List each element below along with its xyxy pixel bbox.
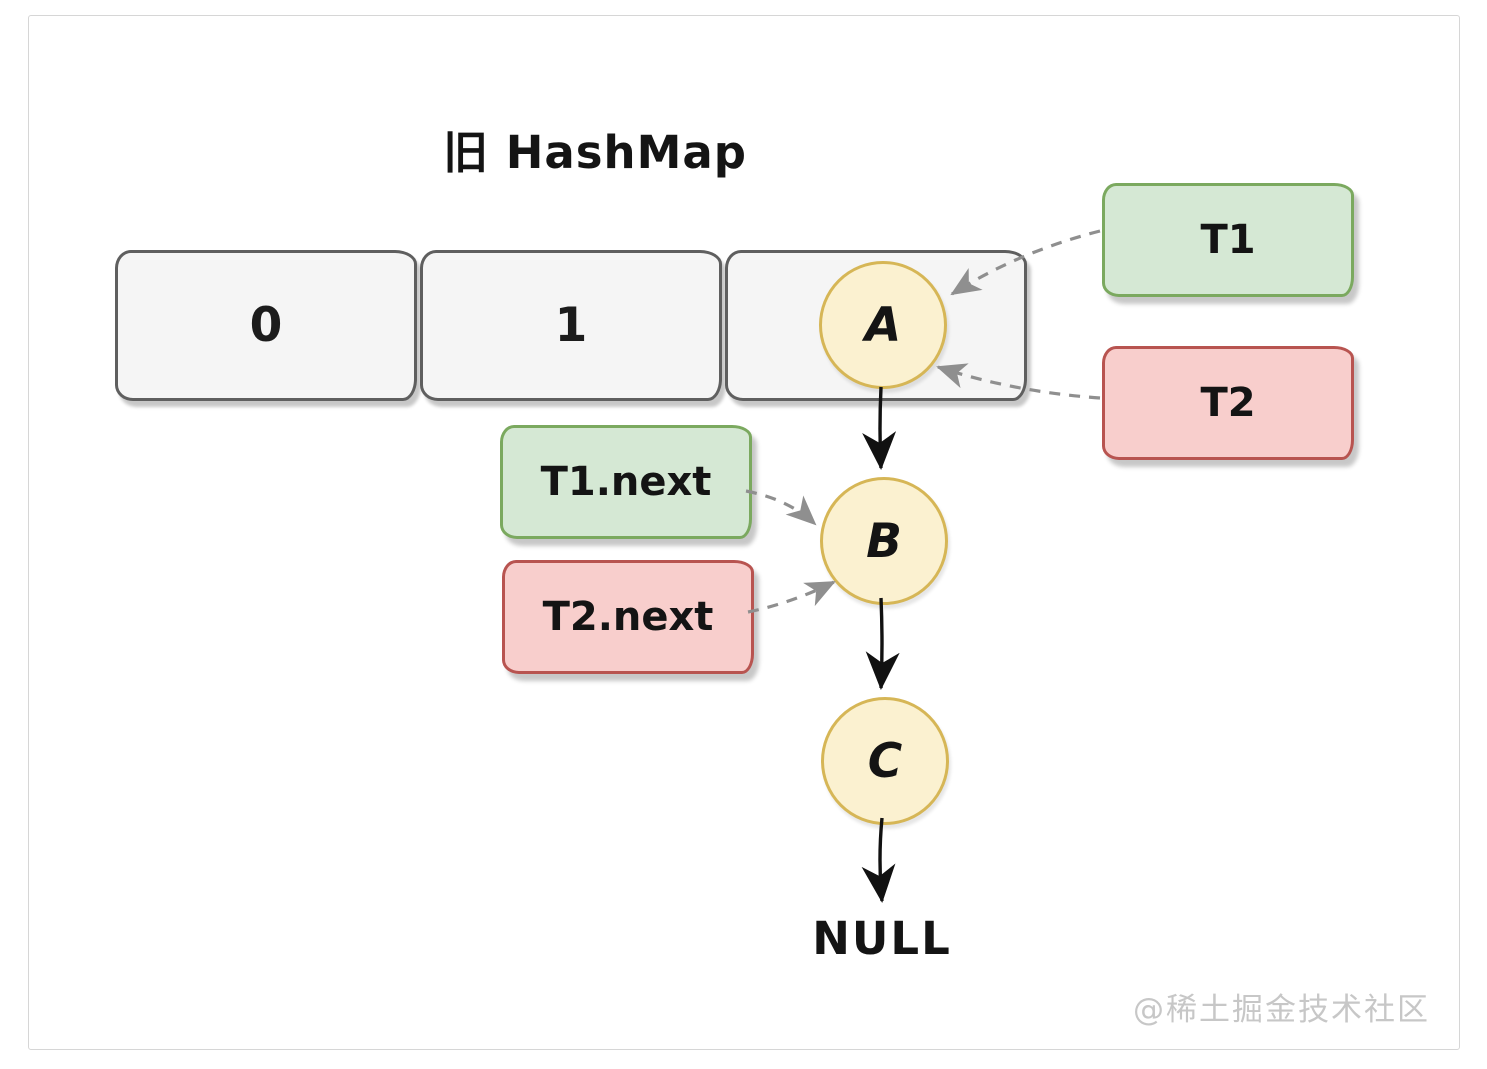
pointer-box-t2-next: T2.next [502,560,754,674]
bucket-label-0: 0 [249,298,283,353]
list-node-a: A [819,261,947,389]
node-label-c: C [867,733,903,789]
bucket-label-1: 1 [554,298,588,353]
bucket-cell-1: 1 [420,250,722,401]
bucket-cell-0: 0 [115,250,417,401]
pointer-box-t1: T1 [1102,183,1354,297]
pointer-label-t1: T1 [1200,217,1256,263]
null-terminator-label: NULL [812,912,952,965]
list-node-b: B [820,477,948,605]
pointer-label-t2: T2 [1200,380,1256,426]
diagram-title: 旧 HashMap [443,126,747,179]
list-node-c: C [821,697,949,825]
node-label-a: A [864,297,902,353]
pointer-label-t1-next: T1.next [540,459,712,505]
pointer-box-t1-next: T1.next [500,425,752,539]
node-label-b: B [866,513,902,569]
pointer-label-t2-next: T2.next [542,594,714,640]
pointer-box-t2: T2 [1102,346,1354,460]
watermark-text: @稀土掘金技术社区 [1133,992,1430,1028]
